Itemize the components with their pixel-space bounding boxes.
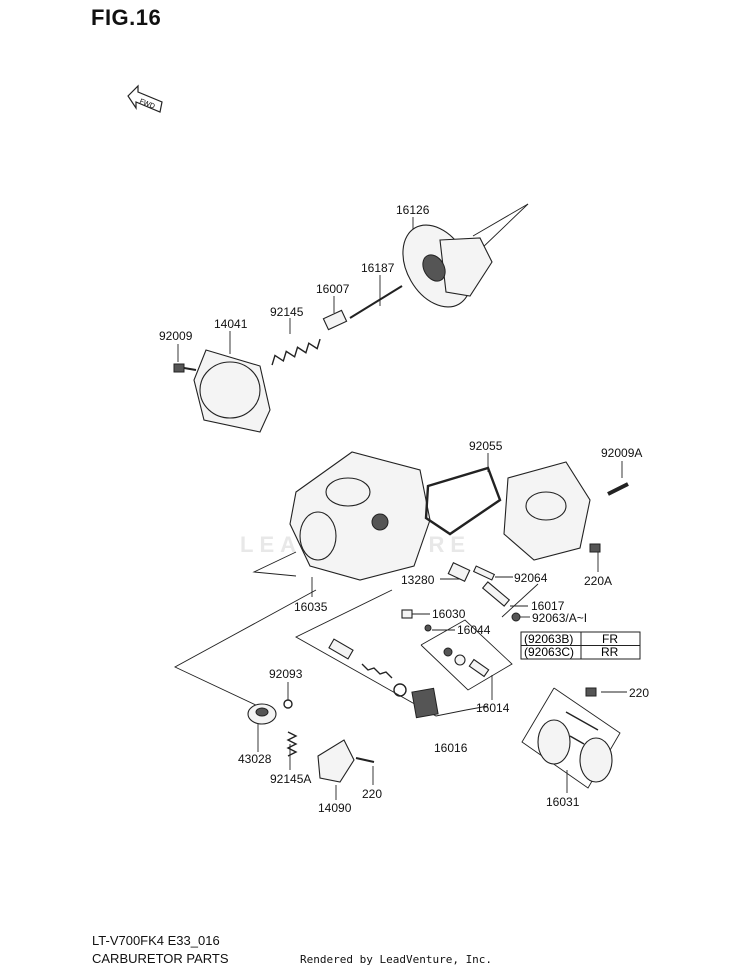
label-14041: 14041 [214,317,248,331]
vacuum-piston-16126 [402,224,493,308]
label-16014: 16014 [476,701,510,715]
rendered-by-credit: Rendered by LeadVenture, Inc. [300,953,493,966]
label-16187: 16187 [361,261,395,275]
label-43028: 43028 [238,752,272,766]
label-92055: 92055 [469,439,503,453]
screw-220A [589,543,601,553]
label-16126: 16126 [396,203,430,217]
label-14090: 14090 [318,801,352,815]
top-cover-14041 [193,349,271,433]
label-16035: 16035 [294,600,328,614]
label-92064: 92064 [514,571,548,585]
part-labels: 16126 16187 16007 92145 14041 92009 9205… [159,203,649,815]
label-16044: 16044 [457,623,491,637]
pilot-jet-16030 [401,609,413,619]
float-chamber [503,461,591,561]
screw-220-lower [355,757,375,763]
label-220-lower: 220 [362,787,382,801]
label-92093: 92093 [269,667,303,681]
table-row-2-code: (92063C) [524,645,574,659]
label-16017: 16017 [531,599,565,613]
accelerator-pump-16016 [328,638,439,719]
screw-92009 [173,363,197,373]
label-16016: 16016 [434,741,468,755]
carburetor-body [289,451,431,581]
label-16030: 16030 [432,607,466,621]
label-92145: 92145 [270,305,304,319]
figure-title: FIG.16 [91,5,162,30]
model-code: LT-V700FK4 E33_016 [92,933,220,948]
float-16031 [537,711,613,783]
table-row-1-code: (92063B) [524,632,573,646]
page-title: CARBURETOR PARTS [92,951,229,966]
label-16031: 16031 [546,795,580,809]
label-16007: 16007 [316,282,350,296]
applicability-table: (92063B) FR (92063C) RR [520,631,641,660]
label-220-right: 220 [629,686,649,700]
label-92063: 92063/A~I [532,611,587,625]
gasket-92055 [424,466,502,536]
spring-92145 [271,338,321,366]
label-13280: 13280 [401,573,435,587]
fwd-arrow-icon: FWD [127,84,163,113]
main-jet-parts [447,562,521,622]
label-92009A: 92009A [601,446,642,460]
diaphragm-43028 [247,703,277,725]
needle-holder-16007 [322,309,348,331]
jet-needle-16187 [349,285,403,319]
o-ring-92093 [283,699,293,709]
pilot-screw-set [424,624,490,678]
pump-cover-14090 [317,739,355,783]
label-92145A: 92145A [270,772,311,786]
label-220A: 220A [584,574,612,588]
screw-220-right [585,687,597,697]
table-row-2-position: RR [601,645,619,659]
table-row-1-position: FR [602,632,618,646]
leader-lines [174,203,627,800]
spring-92145A [286,731,298,757]
screw-92009A [607,482,629,496]
label-92009: 92009 [159,329,193,343]
